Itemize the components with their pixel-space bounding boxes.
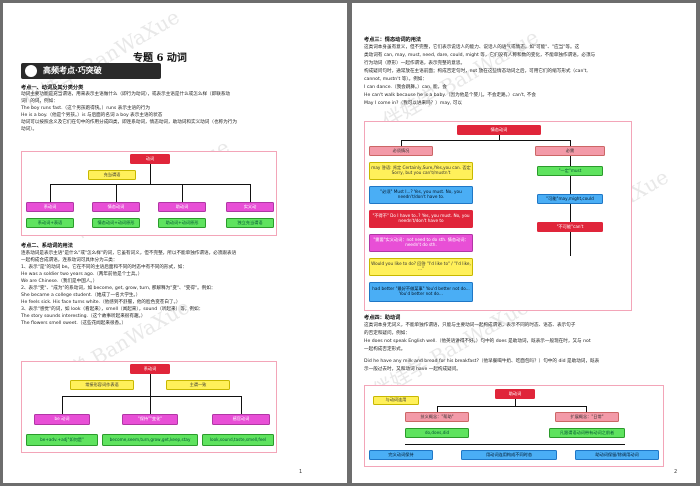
node-bottom: 助动词保留/除调用动词 xyxy=(575,450,659,460)
node-desc: do,does,did xyxy=(405,428,469,438)
text-line: I can dance.（我会跳舞。）can, 能，会 xyxy=(364,85,447,90)
node-bottom: 用动词连用构成不同时态 xyxy=(461,450,557,460)
node-desc: look,sound,taste,smell,feel xyxy=(202,434,274,446)
text-line: 连系动词是表示主语"是什么"或"怎么样"的词，它虽有词义，但不完整，所以不能单独… xyxy=(21,251,237,256)
node-category: be 动词 xyxy=(34,414,90,425)
page-1: 伴娃学 BanWaXue 伴娃学 BanWaXue 伴娃学 BanWaXue 专… xyxy=(3,3,347,483)
node-item: may 答语: 肯定 Certainly,Sure,/Yes,you can. … xyxy=(369,162,473,180)
node-category: 情态动词 xyxy=(92,202,140,212)
text-line: 3、表示"感觉"的词，如 look（看起来），smell（闻起来），sound（… xyxy=(21,307,204,312)
node-role: 充当谓语 xyxy=(88,170,136,180)
text-line: 示一般过去时，又和动词 have 一起构成疑问。 xyxy=(364,367,461,372)
page-number: 1 xyxy=(299,469,303,475)
banner-label: 高频考点·巧突破 xyxy=(43,65,102,75)
text-line: 行为动词（原形）一起作谓语，表示完整的意思。 xyxy=(364,61,466,66)
text-line: 词）的词，例如： xyxy=(21,99,58,104)
node-desc: 独立充当谓语 xyxy=(226,218,274,228)
node-desc: 情态动词+动词原形 xyxy=(92,218,140,228)
node-desc: be+adv.+adj"如何是" xyxy=(26,434,98,446)
text-line: The story sounds interesting.（这个故事听起来很有趣… xyxy=(21,314,146,319)
text-line: 构成疑问句时，通常放在主语前面；构成否定句时，not 放在这些情态动词之后，可用… xyxy=(364,69,588,74)
text-line: The flowers smell sweet.（这些花闻起来很香。） xyxy=(21,321,127,326)
section-heading: 考点二、系动词的用法 xyxy=(21,243,73,249)
node-item: had better "最好不做某事" You'd better not do.… xyxy=(369,282,473,302)
text-line: 动词主要功能是充当谓语，用来表示主语做什么（即行为动词），或表示主语是什么或怎么… xyxy=(21,92,231,97)
text-line: He does not speak English well.（他英语讲得不好。… xyxy=(364,339,591,344)
node-desc: 凡跟谓语动词带有动词之前者 xyxy=(549,428,625,438)
node-category: 实义动 xyxy=(226,202,274,212)
node-item: "可能"may,might,could xyxy=(537,194,603,204)
node-category: 扩展概念："日常" xyxy=(555,412,619,422)
text-line: May I come in?（我可以进来吗？）may, 可以 xyxy=(364,101,462,106)
section-banner: 高频考点·巧突破 xyxy=(21,63,161,79)
node-root: 动词 xyxy=(130,154,170,164)
node-note: 主谓一致 xyxy=(166,380,230,390)
node-root: 系动词 xyxy=(130,364,170,374)
node-category: 感官动词 xyxy=(212,414,270,425)
text-line: She became a college student.（她成了一名大学生。） xyxy=(21,293,141,298)
text-line: 1、表示"是"的动词 be。它在不同的主语后面和不同的时态中有不同的形式，如： xyxy=(21,265,187,270)
text-line: 动词可以按照含义及它们在句中的作用分成四类，即连系动词，情态动词，助动词和实义动… xyxy=(21,120,237,125)
diagram-linking-verbs: 系动词 常接形容词作表语 主谓一致 be 动词 "保持""变化" 感官动词 be… xyxy=(21,361,277,453)
page-title: 专题 6 动词 xyxy=(133,53,187,64)
node-root: 情态动词 xyxy=(457,125,541,135)
section-heading: 考点四：助动词 xyxy=(364,315,401,321)
node-note: 常接形容词作表语 xyxy=(70,380,134,390)
text-line: He feels sick. His face turns white.（他感到… xyxy=(21,300,181,305)
text-line: He was a soldier two years ago.（两年前他是个士兵… xyxy=(21,272,143,277)
node-category: "保持""变化" xyxy=(122,414,178,425)
node-desc: 助动词+动词原形 xyxy=(158,218,206,228)
diagram-auxiliary-verbs: 助动词 与动词连用 技义概念："帮助" 扩展概念："日常" do,does,di… xyxy=(364,385,664,467)
text-line: 2、表示"变"、"成为"的系动词，如 become, get, grow, tu… xyxy=(21,286,216,291)
text-line: Did he have any milk and bread for his b… xyxy=(364,359,600,364)
diagram-modal-verbs: 情态动词 必须情况 必需 may 答语: 肯定 Certainly,Sure,/… xyxy=(364,121,632,311)
node-item: "不可能"can't xyxy=(537,222,603,232)
node-root: 助动词 xyxy=(495,389,535,399)
node-branch: 必需 xyxy=(535,146,605,156)
text-line: We are Chinese.（我们是中国人。） xyxy=(21,279,98,284)
node-item: "必须" Must I...? Yes, you must. No, you n… xyxy=(369,186,473,204)
node-bottom: 完义动词保持 xyxy=(369,450,433,460)
section-heading: 考点三：情态动词的用法 xyxy=(364,37,422,43)
text-line: 这类词本身虽有意义，但不完整，它们表示说话人的能力、说话人的语气或情态，如"可能… xyxy=(364,45,580,50)
text-line: cannot, mustn't 等）。例如： xyxy=(364,77,427,82)
node-category: 技义概念："帮助" xyxy=(405,412,469,422)
node-item: Would you like to do? 回答 "I'd like to" /… xyxy=(369,258,473,276)
text-line: 一起构成合成谓语，连系动词可具体分为三类： xyxy=(21,258,118,263)
section-heading: 考点一、动词及其分类分类 xyxy=(21,85,84,91)
node-note: 与动词连用 xyxy=(373,396,419,405)
node-item: "一定"must xyxy=(537,166,603,176)
page-2: 伴娃学 BanWaXue 伴娃学 BanWaXue 伴娃学 BanWaXue 考… xyxy=(352,3,696,483)
node-desc: become,seem,turn,grow,get,keep,stay xyxy=(102,434,198,446)
text-line: 动词）。 xyxy=(21,127,38,132)
text-line: 类动词有 can, may, must, need, dare, could, … xyxy=(364,53,596,58)
text-line: He can't walk because he is a baby.（因为他是… xyxy=(364,93,536,98)
node-category: 助动词 xyxy=(158,202,206,212)
text-line: 一起构成否定形式。 xyxy=(364,347,406,352)
banner-badge-icon xyxy=(25,65,37,77)
node-branch: 必须情况 xyxy=(369,146,433,156)
page-number: 2 xyxy=(674,469,678,475)
text-line: 这类词本身无词义，不能单独作谓语，只能与主要动词一起构成谓语，表示不同的时态、语… xyxy=(364,323,576,328)
node-item: "不得不" Do I have to..? Yes, you must. No,… xyxy=(369,210,473,228)
diagram-verb-types: 动词 充当谓语 系动词 情态动词 助动词 实义动 系动词+表语 情态动词+动词原… xyxy=(21,151,277,236)
text-line: The boy runs fast.（这个男孩跑得快。）runs 表示主语的行为 xyxy=(21,106,150,111)
text-line: He is a boy.（他是个男孩。）is 与后面的名词 a boy 表示主语… xyxy=(21,113,163,118)
node-category: 系动词 xyxy=(26,202,74,212)
node-desc: 系动词+表语 xyxy=(26,218,74,228)
text-line: 的否定和疑问，例如： xyxy=(364,331,410,336)
node-item: "需要"实义动词：not need to do sth. 情态动词：needn'… xyxy=(369,234,473,252)
